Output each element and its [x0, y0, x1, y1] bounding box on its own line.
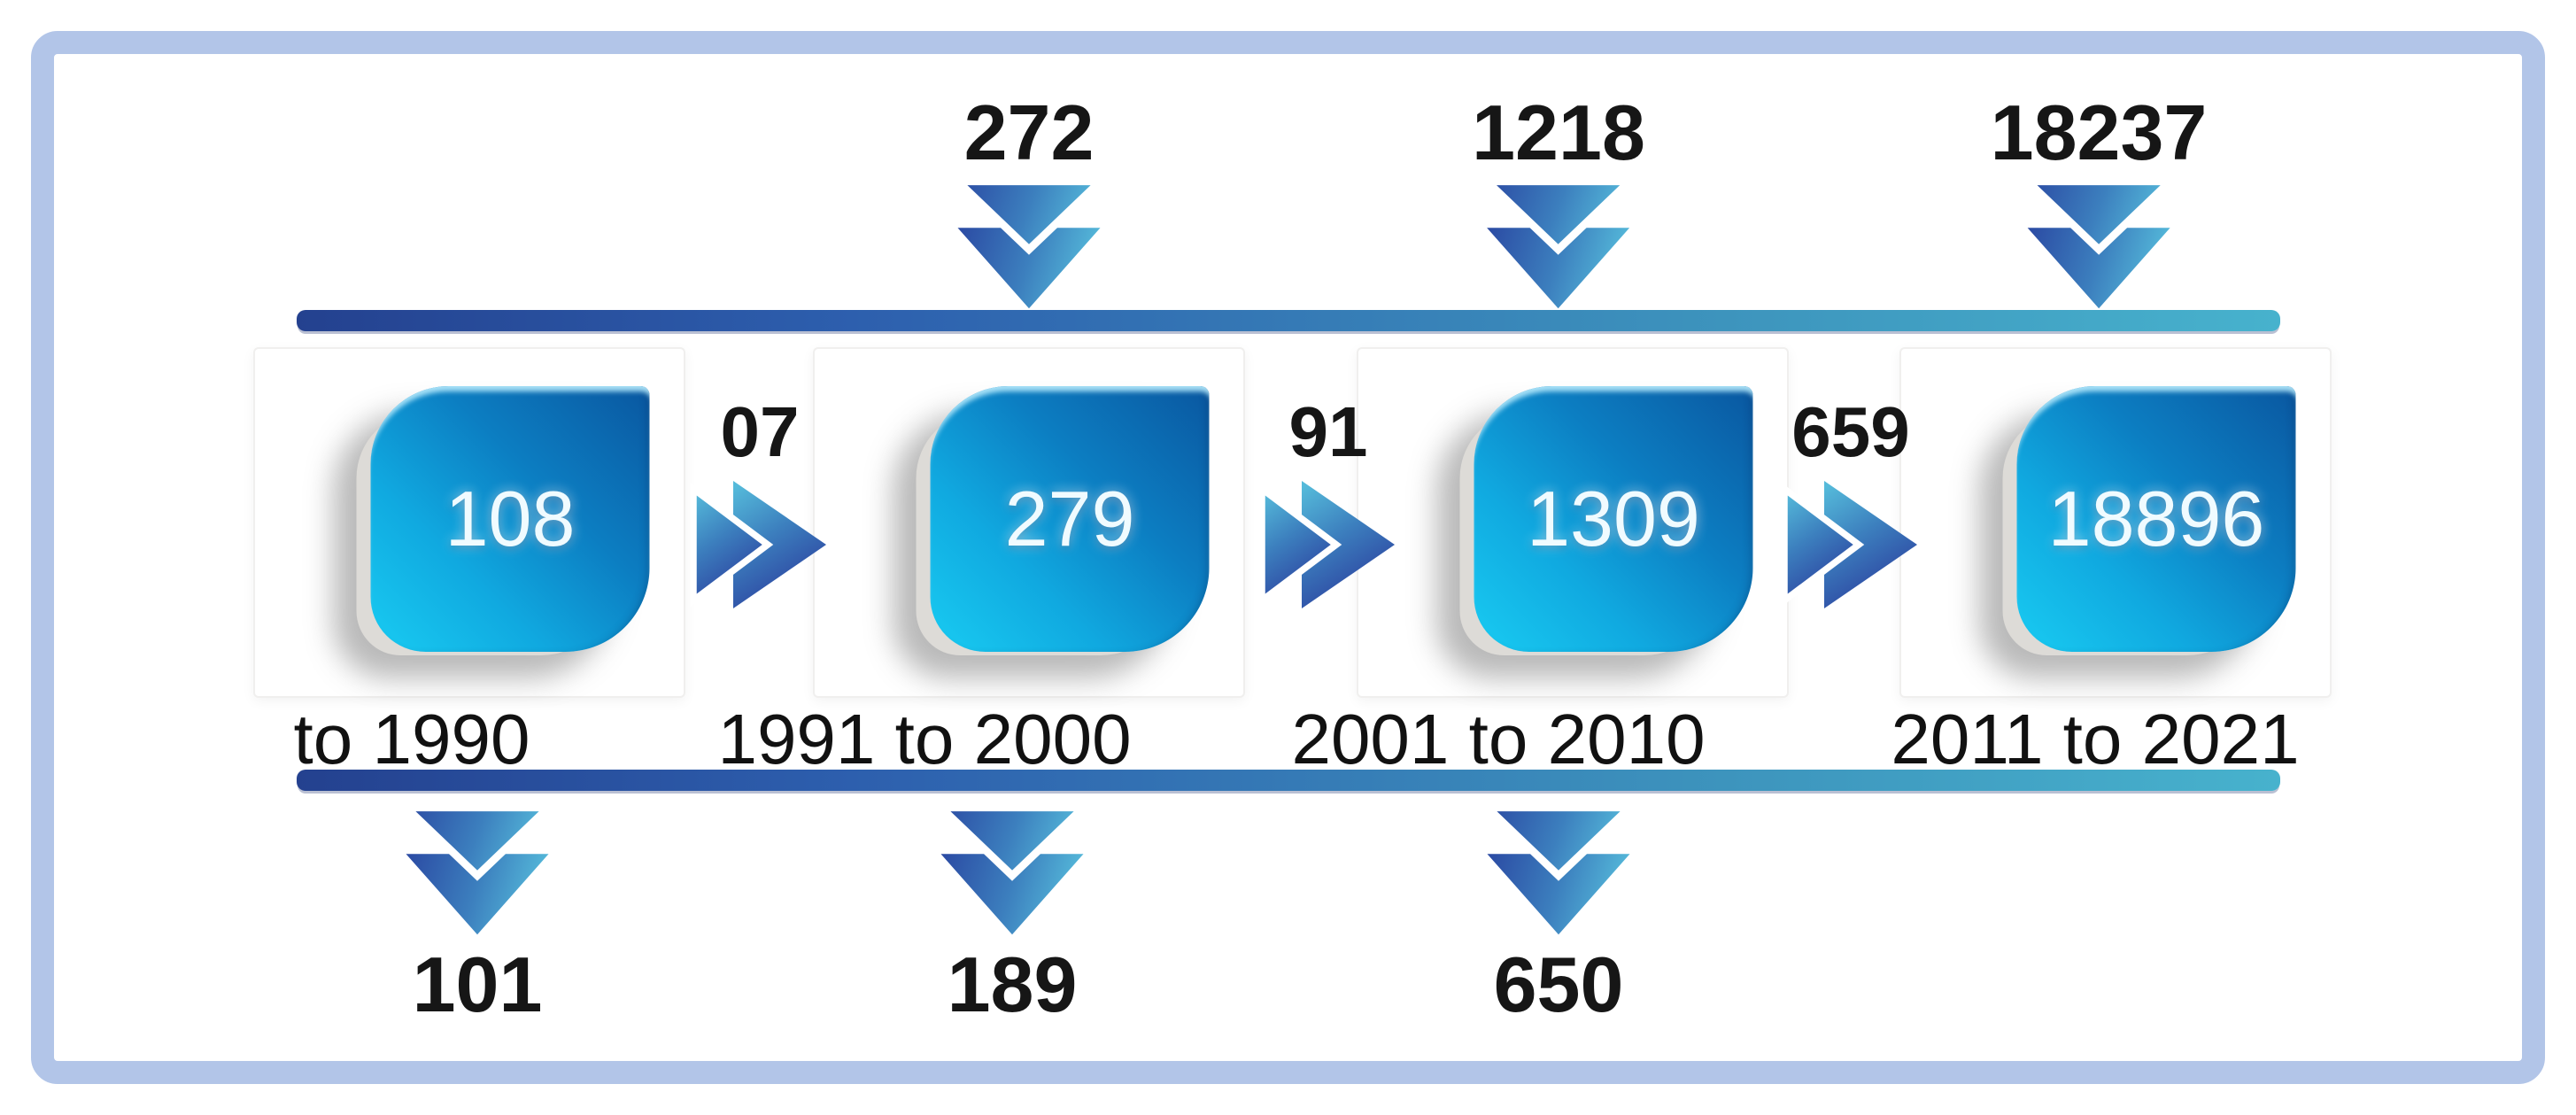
carry-group: 91: [1253, 397, 1404, 611]
carry-group: 659: [1775, 397, 1926, 611]
period-label: 2001 to 2010: [1291, 700, 1706, 778]
carry-count: 07: [720, 392, 800, 471]
inflow-group: 1218: [1472, 94, 1645, 309]
inflow-group: 272: [952, 94, 1107, 309]
period-tile: 18896: [2016, 386, 2296, 652]
period-count: 1309: [1527, 475, 1700, 562]
period-count: 279: [1004, 475, 1135, 562]
period-tile: 108: [370, 386, 650, 652]
period-count: 108: [445, 475, 576, 562]
period-card: 108: [253, 347, 685, 698]
bottom-flow-line: [297, 770, 2280, 791]
double-chevron-down-icon: [2022, 172, 2177, 309]
double-chevron-right-icon: [1253, 468, 1404, 611]
inflow-group: 18237: [1990, 89, 2208, 309]
period-tile: 279: [930, 386, 1210, 652]
double-chevron-right-icon: [685, 468, 835, 611]
outflow-group: 189: [935, 798, 1090, 1024]
double-chevron-down-icon: [1481, 798, 1636, 935]
double-chevron-down-icon: [1481, 172, 1636, 309]
outflow-count: 650: [1493, 941, 1624, 1028]
period-label: to 1990: [293, 700, 530, 778]
period-count: 18896: [2047, 475, 2265, 562]
outflow-group: 650: [1481, 798, 1636, 1024]
period-label: 2011 to 2021: [1891, 700, 2300, 778]
double-chevron-down-icon: [400, 798, 555, 935]
period-card: 18896: [1899, 347, 2332, 698]
outflow-count: 101: [412, 941, 543, 1028]
double-chevron-down-icon: [952, 172, 1107, 309]
inflow-count: 18237: [1990, 89, 2208, 176]
period-label: 1991 to 2000: [717, 700, 1132, 778]
outflow-count: 189: [947, 941, 1078, 1028]
period-card: 1309: [1357, 347, 1789, 698]
inflow-count: 272: [963, 89, 1095, 176]
carry-group: 07: [685, 397, 835, 611]
double-chevron-right-icon: [1775, 468, 1926, 611]
carry-count: 91: [1288, 392, 1368, 471]
period-card: 279: [813, 347, 1245, 698]
inflow-count: 1218: [1472, 89, 1645, 176]
carry-count: 659: [1791, 392, 1910, 471]
outflow-group: 101: [400, 798, 555, 1024]
top-flow-line: [297, 310, 2280, 331]
period-tile: 1309: [1474, 386, 1753, 652]
double-chevron-down-icon: [935, 798, 1090, 935]
